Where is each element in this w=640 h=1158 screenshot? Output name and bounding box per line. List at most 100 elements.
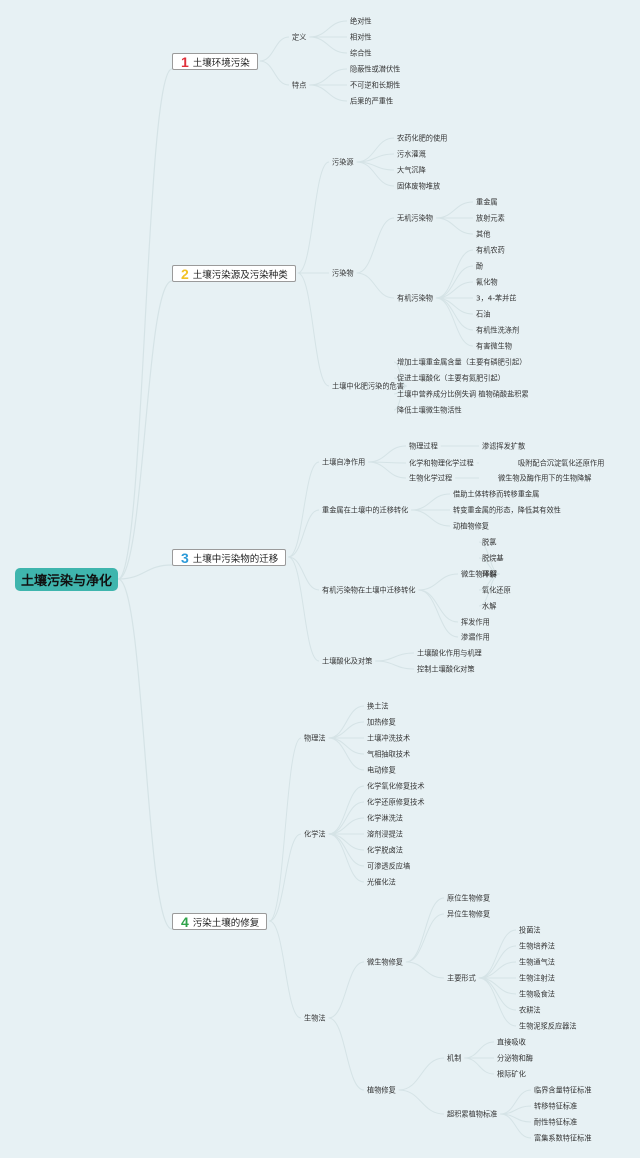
connector-line: [328, 961, 365, 1019]
topic-3-1-6[interactable]: 光催化法: [367, 877, 396, 887]
topic-3-0-2[interactable]: 土壤冲洗技术: [367, 733, 411, 743]
topic-1-0-1[interactable]: 污水灌溉: [397, 149, 426, 159]
topic-2-3-0[interactable]: 土壤酸化作用与机理: [417, 648, 482, 658]
topic-3-2-0[interactable]: 微生物修复: [367, 957, 403, 967]
topic-3-2-1-1-3[interactable]: 富集系数特征标准: [534, 1133, 592, 1143]
topic-0-0-0[interactable]: 绝对性: [350, 16, 372, 26]
branch-number: 3: [181, 549, 189, 566]
topic-1-2-3[interactable]: 降低土壤微生物活性: [397, 405, 462, 415]
topic-1-1-1-0[interactable]: 有机农药: [476, 245, 505, 255]
topic-2-2-0-1[interactable]: 脱烷基: [482, 553, 504, 563]
topic-2-0-0[interactable]: 物理过程: [409, 441, 438, 451]
topic-2-1[interactable]: 重金属在土壤中的迁移转化: [322, 505, 409, 515]
topic-3-2-1-1-2[interactable]: 耐性特征标准: [534, 1117, 578, 1127]
topic-0-0[interactable]: 定义: [292, 32, 307, 42]
topic-2-3[interactable]: 土壤酸化及对策: [322, 656, 373, 666]
topic-3-2-1-1-1[interactable]: 转移特征标准: [534, 1101, 578, 1111]
topic-1-2[interactable]: 土壤中化肥污染的危害: [332, 381, 404, 391]
topic-3-2-0-2-4[interactable]: 生物吸食法: [519, 989, 555, 999]
topic-1-1[interactable]: 污染物: [332, 268, 354, 278]
topic-3-2-1[interactable]: 植物修复: [367, 1085, 396, 1095]
topic-1-1-1-2[interactable]: 氰化物: [476, 277, 498, 287]
topic-3-2-1-1[interactable]: 超积累植物标准: [447, 1109, 498, 1119]
topic-3-2-0-1[interactable]: 异位生物修复: [447, 909, 491, 919]
topic-3-0[interactable]: 物理法: [304, 733, 326, 743]
topic-2-3-1[interactable]: 控制土壤酸化对策: [417, 664, 475, 674]
topic-3-1-1[interactable]: 化学还原修复技术: [367, 797, 425, 807]
topic-0-1[interactable]: 特点: [292, 80, 307, 90]
topic-1-1-1-6[interactable]: 有害微生物: [476, 341, 512, 351]
topic-1-1-1-1[interactable]: 酚: [476, 261, 484, 271]
topic-2-2-0-0[interactable]: 脱氯: [482, 537, 497, 547]
topic-1-0[interactable]: 污染源: [332, 157, 354, 167]
topic-3-2-0-2-2[interactable]: 生物通气法: [519, 957, 555, 967]
topic-2-1-1[interactable]: 转变重金属的形态，降低其有效性: [453, 505, 561, 515]
topic-3-0-4[interactable]: 电动修复: [367, 765, 396, 775]
topic-3-2-0-2-6[interactable]: 生物泥浆反应器法: [519, 1021, 577, 1031]
topic-2-2-0-4[interactable]: 水解: [482, 601, 497, 611]
topic-1-0-0[interactable]: 农药化肥的使用: [397, 133, 448, 143]
topic-1-2-1[interactable]: 促进土壤酸化（主要有氮肥引起）: [397, 373, 505, 383]
topic-1-1-1-4[interactable]: 石油: [476, 309, 491, 319]
topic-1-1-0[interactable]: 无机污染物: [397, 213, 433, 223]
topic-2-2-2[interactable]: 渗漏作用: [461, 632, 490, 642]
root-topic[interactable]: 土壤污染与净化: [15, 568, 118, 591]
topic-3-0-0[interactable]: 换土法: [367, 701, 389, 711]
topic-3-0-3[interactable]: 气相抽取技术: [367, 749, 411, 759]
topic-2-2[interactable]: 有机污染物在土壤中迁移转化: [322, 585, 416, 595]
topic-2-1-0[interactable]: 借助土体转移而转移重金属: [453, 489, 540, 499]
topic-3-1-0[interactable]: 化学氧化修复技术: [367, 781, 425, 791]
topic-0-1-2[interactable]: 后果的严重性: [350, 96, 394, 106]
topic-3-2-0-2-1[interactable]: 生物培养法: [519, 941, 555, 951]
topic-2-2-0-2[interactable]: 环裂: [482, 569, 497, 579]
topic-3-2-0-2-3[interactable]: 生物注射法: [519, 973, 555, 983]
topic-0-0-1[interactable]: 相对性: [350, 32, 372, 42]
topic-1-0-3[interactable]: 固体废物堆放: [397, 181, 441, 191]
topic-1-1-1-5[interactable]: 有机性洗涤剂: [476, 325, 520, 335]
topic-3-0-1[interactable]: 加热修复: [367, 717, 396, 727]
topic-3-2[interactable]: 生物法: [304, 1013, 326, 1023]
topic-3-2-0-2-0[interactable]: 投菌法: [519, 925, 541, 935]
topic-3-2-1-0-1[interactable]: 分泌物和酶: [497, 1053, 533, 1063]
topic-3-2-0-2-5[interactable]: 农耕法: [519, 1005, 541, 1015]
topic-3-2-1-0[interactable]: 机制: [447, 1053, 462, 1063]
connector-line: [435, 265, 474, 299]
topic-3-2-0-0[interactable]: 原位生物修复: [447, 893, 491, 903]
topic-2-0-2-0[interactable]: 微生物及酶作用下的生物降解: [498, 473, 592, 483]
topic-1-1-0-2[interactable]: 其他: [476, 229, 491, 239]
topic-2-0-1-0[interactable]: 吸附配合沉淀氧化还原作用: [518, 458, 605, 468]
topic-3-2-1-1-0[interactable]: 临界含量特征标准: [534, 1085, 592, 1095]
topic-1-1-1-3[interactable]: 3，4-苯并芘: [476, 293, 517, 303]
topic-3-2-0-2[interactable]: 主要形式: [447, 973, 476, 983]
topic-1-0-2[interactable]: 大气沉降: [397, 165, 426, 175]
topic-2-2-0-3[interactable]: 氧化还原: [482, 585, 511, 595]
topic-1-1-0-0[interactable]: 重金属: [476, 197, 498, 207]
topic-0-0-2[interactable]: 综合性: [350, 48, 372, 58]
topic-1-1-0-1[interactable]: 放射元素: [476, 213, 505, 223]
topic-2-0[interactable]: 土壤自净作用: [322, 457, 366, 467]
topic-2-2-1[interactable]: 挥发作用: [461, 617, 490, 627]
topic-2-0-1[interactable]: 化学和物理化学过程: [409, 458, 474, 468]
topic-2-2-0[interactable]: 微生物降解: [461, 569, 497, 579]
topic-3-1-5[interactable]: 可渗透反应墙: [367, 861, 411, 871]
topic-3-1-3[interactable]: 溶剂浸提法: [367, 829, 403, 839]
topic-0-1-1[interactable]: 不可逆和长期性: [350, 80, 401, 90]
topic-3-1-4[interactable]: 化学脱卤法: [367, 845, 403, 855]
topic-1-1-1[interactable]: 有机污染物: [397, 293, 433, 303]
topic-1-2-0[interactable]: 增加土壤重金属含量（主要有磷肥引起）: [397, 357, 527, 367]
topic-0-1-0[interactable]: 隐蔽性或潜伏性: [350, 64, 401, 74]
connector-line: [418, 589, 459, 638]
topic-1-2-2[interactable]: 土壤中营养成分比例失调 植物硝酸盐积累: [397, 389, 529, 399]
topic-3-1[interactable]: 化学法: [304, 829, 326, 839]
topic-2-1-2[interactable]: 动植物修复: [453, 521, 489, 531]
topic-3-2-1-0-2[interactable]: 根际矿化: [497, 1069, 526, 1079]
topic-3-2-1-0-0[interactable]: 直接吸收: [497, 1037, 526, 1047]
topic-2-0-0-0[interactable]: 渗滤挥发扩散: [482, 441, 526, 451]
topic-3-1-2[interactable]: 化学淋洗法: [367, 813, 403, 823]
topic-2-0-2[interactable]: 生物化学过程: [409, 473, 453, 483]
connector-line: [375, 652, 415, 662]
